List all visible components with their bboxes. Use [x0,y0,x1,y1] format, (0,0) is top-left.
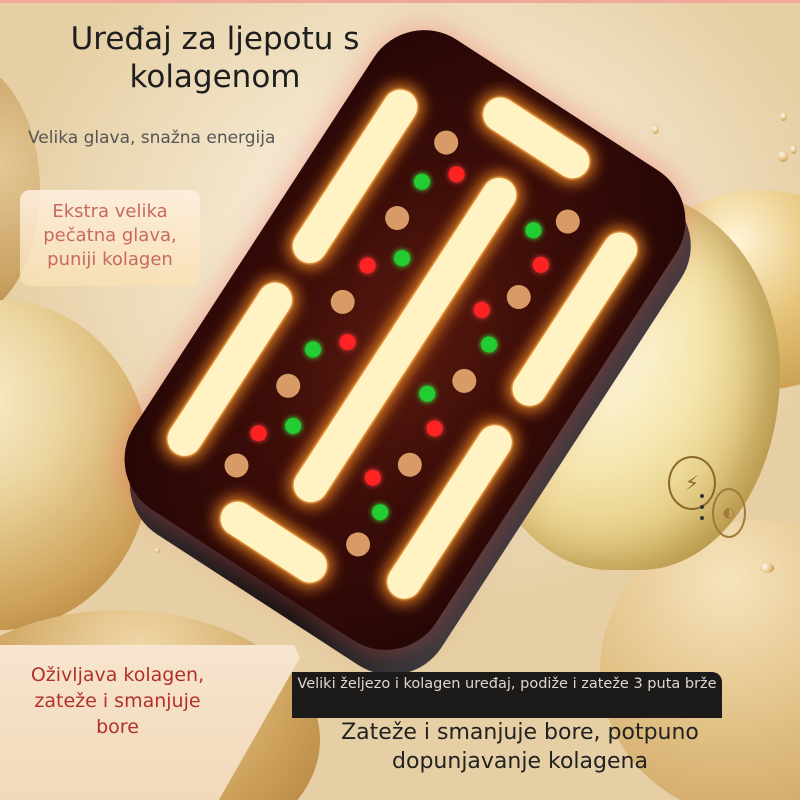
mode-icon: ◐ [722,505,736,521]
info-banner: Veliki željezo i kolagen uređaj, podiže … [292,672,722,718]
led-green [522,219,545,242]
led-amber [551,204,585,239]
power-lightning-icon: ⚡ [684,471,700,495]
droplet-icon [778,150,788,162]
light-bar [476,90,596,185]
indicator-lights [700,487,710,537]
light-bar [286,83,424,270]
led-red [445,163,468,186]
led-green [282,414,305,438]
led-green [369,501,392,524]
led-green [410,170,434,193]
mode-button[interactable]: ◐ [712,488,746,538]
tagline: Zateže i smanjuje bore, potpuno dopunjav… [341,720,699,774]
led-amber [393,448,427,482]
led-red [423,417,446,440]
light-bar [161,276,299,463]
led-red [470,298,493,322]
led-amber [447,364,481,398]
power-button[interactable]: ⚡ [668,456,716,510]
feature-callout-collagen: Oživljava kolagen, zateže i smanjuje bor… [30,664,205,738]
led-red [361,466,384,489]
led-red [529,253,552,276]
light-bar [380,418,519,606]
droplet-icon [790,145,797,154]
page-title: Uređaj za ljepotu s kolagenom [70,21,360,95]
led-green [391,247,414,270]
led-amber [502,280,536,314]
head-face [101,7,709,673]
device-head [101,7,714,698]
led-amber [271,369,305,403]
led-green [301,338,325,361]
led-green [416,382,439,405]
droplet-icon [155,548,160,553]
led-amber [341,527,375,562]
droplet-icon [760,563,774,573]
led-red [356,254,379,277]
led-amber [326,285,360,319]
led-green [478,333,501,356]
led-red [247,422,270,445]
droplet-icon [652,125,659,134]
led-red [336,331,359,354]
subtitle: Velika glava, snažna energija [28,128,276,148]
feature-callout-head: Ekstra velika pečatna glava, puniji kola… [20,190,200,286]
led-amber [429,125,463,160]
droplet-icon [780,112,787,121]
led-amber [380,201,414,235]
led-amber [219,448,254,483]
